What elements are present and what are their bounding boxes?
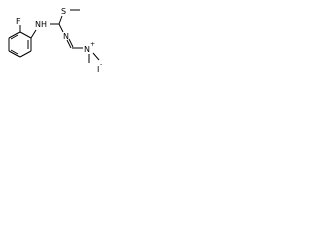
bond bbox=[10, 34, 19, 40]
bond bbox=[58, 15, 63, 25]
iodide-label: I bbox=[97, 65, 99, 74]
nh-label: NH bbox=[35, 20, 47, 29]
iodide-charge-label: - bbox=[100, 61, 102, 68]
bond bbox=[10, 49, 19, 55]
sulfur-label: S bbox=[61, 7, 66, 16]
fluorine-label: F bbox=[16, 17, 21, 26]
bond bbox=[30, 29, 37, 39]
positive-charge-label: + bbox=[90, 41, 95, 48]
bond bbox=[66, 39, 72, 49]
bond bbox=[92, 52, 100, 61]
molecule-drawing: F NH S N N + I - bbox=[8, 7, 102, 74]
structure-canvas: F NH S N N + I - bbox=[0, 0, 106, 93]
bond bbox=[68, 38, 74, 48]
bond bbox=[19, 31, 32, 39]
benzene-ring bbox=[8, 31, 32, 58]
ammonium-nitrogen-label: N bbox=[84, 45, 90, 54]
bond bbox=[19, 50, 32, 58]
bond bbox=[8, 31, 21, 39]
bond bbox=[8, 50, 21, 58]
imine-nitrogen-label: N bbox=[63, 32, 69, 41]
bond bbox=[58, 23, 64, 33]
